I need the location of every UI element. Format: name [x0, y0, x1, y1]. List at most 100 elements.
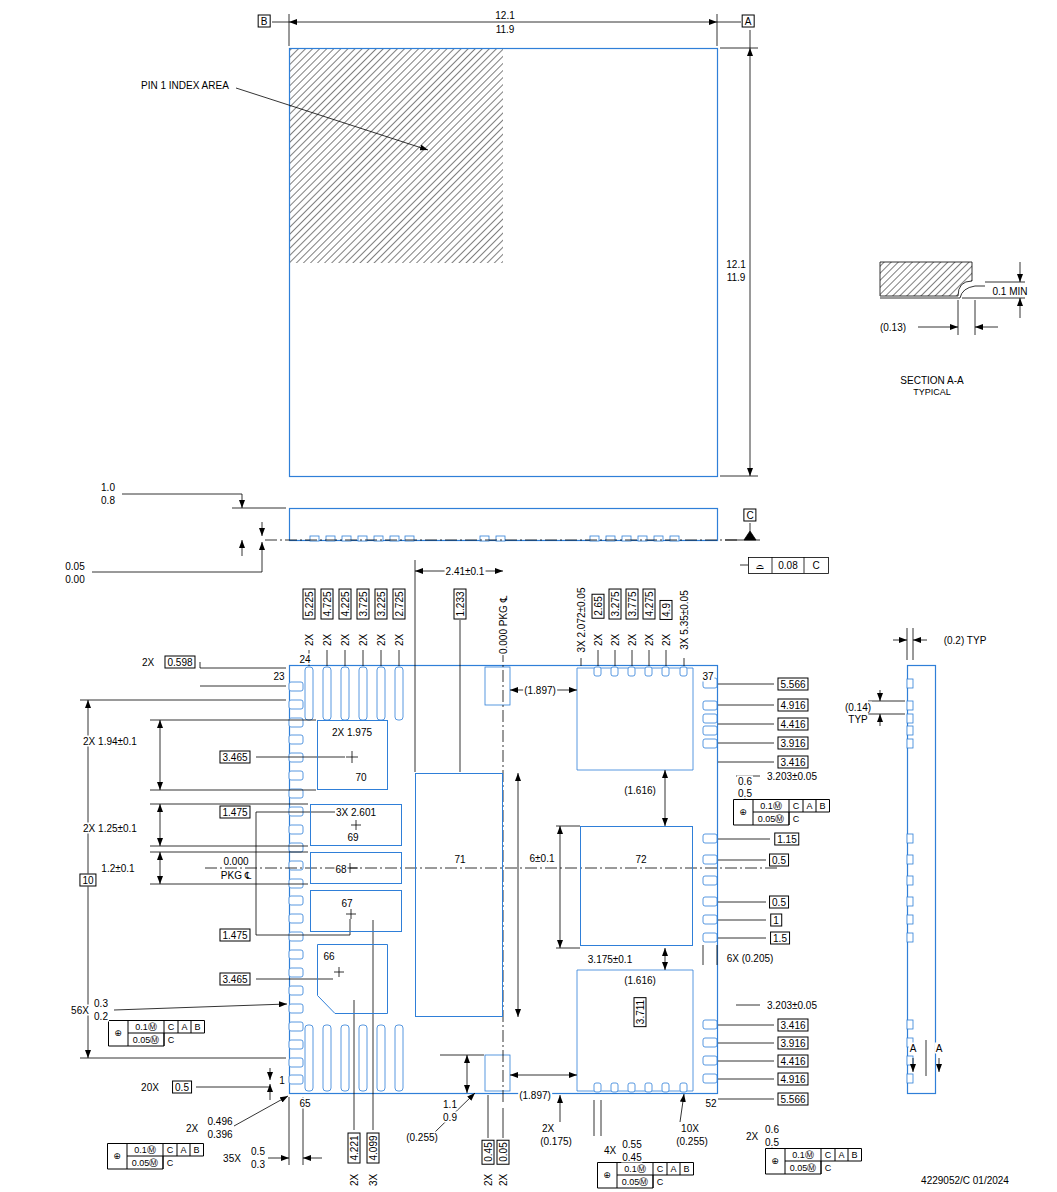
dimension-label: 0.1 MIN	[991, 286, 1028, 297]
dimension-label: 2X	[483, 1173, 494, 1187]
pad-number: 70	[354, 772, 367, 783]
basic-dimension: 5.566	[777, 678, 808, 691]
tolerance-frame-cell: A	[669, 1164, 677, 1174]
dimension-label: 0.5	[764, 1137, 780, 1148]
dimension-label: 0.3	[93, 998, 109, 1009]
basic-dimension: 10	[79, 874, 96, 887]
dimension-label: 1	[278, 1075, 286, 1086]
basic-dimension: 4.9	[660, 600, 673, 620]
basic-dimension: 0.5	[172, 1081, 192, 1094]
dimension-label: 0.2	[93, 1011, 109, 1022]
dimension-label: 3X 5.35±0.05	[679, 589, 690, 650]
pad-number: 68	[334, 864, 347, 875]
tolerance-frame-cell: TYPICAL	[912, 387, 952, 397]
dimension-label: (0.255)	[405, 1132, 439, 1143]
pad-number: 69	[346, 832, 359, 843]
tolerance-frame-cell: 0.1Ⓜ	[623, 1164, 647, 1174]
basic-dimension: 4.416	[777, 718, 808, 731]
dimension-label: 2X	[593, 633, 604, 647]
basic-dimension: 1.15	[774, 833, 799, 846]
dimension-label: 2X 1.25±0.1	[82, 823, 138, 834]
dimension-label: 2X	[185, 1123, 199, 1134]
basic-dimension: 3.465	[219, 973, 250, 986]
dimension-label: 23	[272, 671, 285, 682]
tolerance-frame-cell: ⊕	[113, 1028, 123, 1038]
dimension-label: 56X	[70, 1005, 90, 1016]
dimension-label: 2X	[304, 633, 315, 647]
dimension-label: 0.396	[206, 1129, 233, 1140]
basic-dimension: 0.5	[769, 854, 789, 867]
dimension-label: 2X	[498, 1173, 509, 1187]
basic-dimension: 4.221	[348, 1132, 361, 1163]
basic-dimension: 3.465	[219, 751, 250, 764]
dimension-label: 2X	[394, 633, 405, 647]
dimension-label: (1.897)	[518, 1090, 552, 1101]
basic-dimension: 4.725	[321, 588, 334, 619]
basic-dimension: B	[258, 15, 271, 28]
dimension-label: 0.6	[764, 1124, 780, 1135]
basic-dimension: 3.711	[634, 997, 647, 1027]
dimension-label: 2X	[340, 633, 351, 647]
basic-dimension: 1.475	[219, 929, 250, 942]
tolerance-frame-cell: ⊕	[738, 807, 748, 817]
tolerance-frame-cell: B	[682, 1164, 690, 1174]
tolerance-frame-cell: 0.05Ⓜ	[757, 814, 786, 824]
dimension-label: 2.41±0.1	[445, 566, 486, 577]
tolerance-frame-cell: C	[167, 1035, 176, 1045]
dimension-label: TYP	[847, 714, 868, 725]
basic-dimension: 4.225	[339, 588, 352, 619]
dimension-label: 52	[704, 1098, 717, 1109]
basic-dimension: 0.05	[497, 1139, 510, 1164]
dimension-label: 11.9	[726, 272, 747, 283]
dimension-label: 3X 2.601	[335, 807, 377, 818]
dimension-label: 11.9	[495, 24, 516, 35]
dimension-label: 0.3	[250, 1159, 266, 1170]
dimension-label: (0.175)	[539, 1136, 573, 1147]
dimension-label: 4229052/C 01/2024	[920, 1175, 1010, 1186]
dimension-label: 1.0	[100, 482, 116, 493]
tolerance-frame-cell: ⊕	[770, 1156, 780, 1166]
dimension-label: PKG ℄	[220, 870, 252, 881]
tolerance-frame-cell: A	[837, 1150, 845, 1160]
dimension-label: (1.616)	[623, 785, 657, 796]
dimension-label: 0.000	[222, 856, 249, 867]
dimension-label: 2X	[376, 633, 387, 647]
tolerance-frame-cell: C	[167, 1022, 176, 1032]
exposed-pad: 71	[415, 773, 503, 1017]
dimension-label: 0.05	[64, 561, 85, 572]
pad-number: 67	[340, 898, 353, 909]
basic-dimension: 5.566	[777, 1093, 808, 1106]
dimension-label: 35X	[222, 1153, 242, 1164]
tolerance-frame-cell: B	[850, 1150, 858, 1160]
dimension-label: 3X 2.072±0.05	[576, 587, 587, 654]
dimension-label: (1.897)	[523, 685, 557, 696]
dimension-label: (0.255)	[675, 1136, 709, 1147]
dimension-label: 3.203±0.05	[766, 771, 818, 782]
dimension-label: 4X	[603, 1145, 617, 1156]
basic-dimension: A	[742, 15, 755, 28]
basic-dimension: 2.65	[592, 593, 605, 618]
basic-dimension: 3.775	[626, 588, 639, 619]
dimension-label: 24	[298, 654, 311, 665]
tolerance-frame-cell: ⊕	[112, 1151, 122, 1161]
tolerance-frame-cell: C	[792, 814, 801, 824]
dimension-label: A	[909, 1043, 918, 1054]
tolerance-frame-cell: A	[180, 1022, 188, 1032]
dimension-label: (0.2) TYP	[943, 635, 988, 646]
dimension-label: 1.1	[442, 1099, 458, 1110]
dimension-label: A	[935, 1043, 944, 1054]
basic-dimension: 0.5	[769, 896, 789, 909]
tolerance-frame-cell: 0.1Ⓜ	[133, 1145, 157, 1155]
basic-dimension: 5.225	[303, 588, 316, 619]
dimension-label: 65	[298, 1098, 311, 1109]
dimension-label: 0.00	[64, 574, 85, 585]
basic-dimension: 1	[770, 914, 782, 927]
dimension-label: 20X	[140, 1082, 160, 1093]
pad-number: 72	[634, 854, 647, 865]
dimension-label: 2X	[745, 1131, 759, 1142]
dimension-label: (0.14)	[844, 702, 872, 713]
tolerance-frame-cell: B	[192, 1145, 200, 1155]
basic-dimension: 4.916	[777, 699, 808, 712]
tolerance-frame-cell: 0.1Ⓜ	[791, 1150, 815, 1160]
